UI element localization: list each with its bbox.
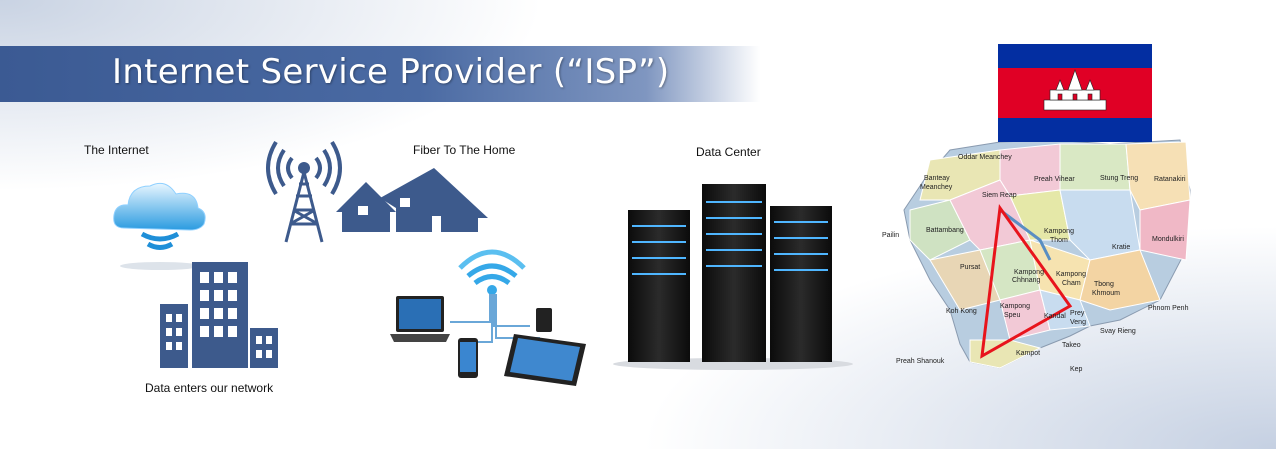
router-icon xyxy=(536,308,552,332)
map-label-kampot: Kampot xyxy=(1016,350,1041,357)
page-title: Internet Service Provider (“ISP”) xyxy=(112,52,670,92)
map-label-kratie: Kratie xyxy=(1112,244,1131,251)
buildings-icon xyxy=(160,262,278,368)
map-label-mondulkiri: Mondulkiri xyxy=(1152,236,1184,243)
cell-tower-icon xyxy=(266,140,342,243)
map-label-kampong-speu-1: Kampong xyxy=(1000,303,1030,310)
map-label-kep: Kep xyxy=(1070,366,1083,373)
map-label-battambang: Battambang xyxy=(926,227,964,234)
map-label-svay-rieng: Svay Rieng xyxy=(1100,328,1136,335)
map-label-pursat: Pursat xyxy=(960,264,981,271)
map-label-stung-treng: Stung Treng xyxy=(1100,175,1139,182)
label-the-internet: The Internet xyxy=(84,143,149,157)
cambodia-map xyxy=(903,139,1191,369)
map-label-tbong-khmoum-1: Tbong xyxy=(1094,281,1114,288)
map-label-siem-reap: Siem Reap xyxy=(982,192,1017,199)
map-label-kandal: Kandal xyxy=(1044,313,1066,320)
cloud-icon xyxy=(113,182,206,270)
cambodia-flag xyxy=(998,44,1152,142)
map-label-kampong-thom-2: Thom xyxy=(1050,237,1068,244)
devices-network-illustration xyxy=(390,249,586,386)
tablet-icon xyxy=(504,334,586,386)
map-label-tbong-khmoum-2: Khmoum xyxy=(1092,290,1121,297)
map-label-kampong-cham-1: Kampong xyxy=(1056,271,1086,278)
map-label-preah-shanouk: Preah Shanouk xyxy=(896,358,945,365)
label-data-enters-network: Data enters our network xyxy=(145,381,274,395)
map-label-kampong-speu-2: Speu xyxy=(1004,312,1021,319)
map-label-banteay: Banteay xyxy=(924,175,950,182)
map-label-kampong-cham-2: Cham xyxy=(1062,280,1081,287)
map-label-kampong-chhnang-2: Chhnang xyxy=(1012,277,1041,284)
phone-icon xyxy=(458,338,478,378)
servers-icon xyxy=(613,184,853,370)
map-label-kampong-chhnang-1: Kampong xyxy=(1014,269,1044,276)
map-label-prey-veng-2: Veng xyxy=(1070,319,1086,326)
map-label-kampong-thom-1: Kampong xyxy=(1044,228,1074,235)
map-label-oddar-meanchey: Oddar Meanchey xyxy=(958,154,1012,161)
map-label-prey-veng-1: Prey xyxy=(1070,310,1085,317)
map-label-ratanakiri: Ratanakiri xyxy=(1154,176,1186,183)
label-fiber-to-the-home: Fiber To The Home xyxy=(413,143,516,157)
title-banner xyxy=(0,46,760,102)
laptop-icon xyxy=(390,296,450,342)
map-label-pailin: Pailin xyxy=(882,232,900,239)
map-label-takeo: Takeo xyxy=(1062,342,1081,349)
map-label-meanchey: Meanchey xyxy=(920,184,953,191)
map-label-phnom-penh: Phnom Penh xyxy=(1148,305,1189,312)
map-label-koh-kong: Koh Kong xyxy=(946,308,977,315)
label-data-center: Data Center xyxy=(696,145,761,159)
map-label-preah-vihear: Preah Vihear xyxy=(1034,176,1075,183)
houses-icon xyxy=(336,168,488,232)
